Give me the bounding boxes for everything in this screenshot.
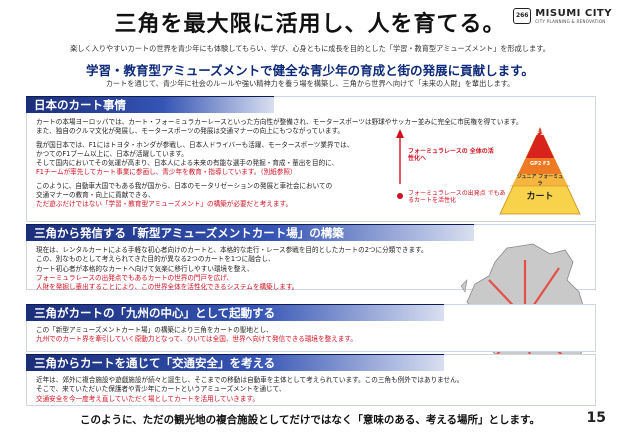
footer-statement: このように、ただの観光地の複合施設としてだけではなく「意味のある、考える場所」と… [79, 414, 540, 426]
pyramid-base-label: カート [526, 192, 554, 202]
intro-text: 楽しく入りやすいカートの世界を青少年にも体験してもらい、学び、心身ともに成長を目… [70, 44, 550, 53]
body-line: F1チームが率先してカート事業に参画し、青少年を教育・指導しています。（別紙参照… [36, 168, 297, 177]
pyramid-diagram [396, 127, 581, 215]
body-line: そして国内においてその気運が高まり、日本人による未来の有能な選手の発掘・育成・輩… [36, 159, 339, 168]
body-line: 人財を発掘し輩出することにより、この世界全体を活性化できるシステムを構築します。 [36, 283, 299, 292]
pyramid-mid2-label: ジュニア フォーミュラ [516, 174, 564, 187]
logo-name: MISUMI CITY [535, 7, 612, 19]
body-line: このように、自動車大国でもある我が国から、日本のモータリゼーションの発展と車社会… [36, 181, 333, 190]
body-line: かつてのF1ブーム以上に、日本が活躍しています。 [36, 149, 188, 158]
logo-mark-icon: 266 [513, 8, 532, 24]
section-1-body: カートの本場ヨーロッパでは、カート・フォーミュラカーレースといった方向性が整備さ… [36, 118, 596, 210]
body-line: 我が国日本では、F1にはトヨタ・ホンダが参戦し、日本人ドライバーも活躍、モーター… [36, 140, 354, 149]
body-line: この「新型アミューズメントカート場」の構築により三角をカートの聖地とし、 [36, 326, 273, 334]
page-number: 15 [586, 410, 606, 426]
body-line: また、独自のクルマ文化が発展し、モータースポーツの発展は交通マナーの向上にもつな… [36, 127, 344, 136]
body-line: フォーミュラレースの出発点でもあるカートの世界の門戸を広げ、 [36, 273, 234, 282]
section-1-panel [26, 96, 596, 222]
body-line: カート初心者が本格的なカートへ向けて気楽に移行しやすい環境を整え、 [36, 264, 254, 273]
body-line: 近年は、郊外に複合施設や遊戯施設が続々と誕生し、そこまでの移動は自動車を主体とし… [36, 376, 464, 384]
body-line: カートの本場ヨーロッパでは、カート・フォーミュラカーレースといった方向性が整備さ… [36, 118, 523, 126]
body-line: 現在は、レンタルカートによる手軽な初心者向けのカートと、本格的な走行・レース参戦… [36, 246, 428, 254]
body-line: そこで、来ていただいた保護者や青少年にカートというアミューズメントを通じて、 [36, 385, 286, 394]
section-2-heading: 三角から発信する「新型アミューズメントカート場」の構築 [26, 224, 474, 241]
body-line: ただ遊ぶだけではない「学習・教育型アミューズメント」の構築が必要だと考えます。 [36, 200, 293, 209]
misumi-city-logo: 266 MISUMI CITY CITY PLANNING & RENOVATI… [513, 8, 612, 24]
section-4-body: 近年は、郊外に複合施設や遊戯施設が続々と誕生し、そこまでの移動は自動車を主体とし… [36, 376, 596, 404]
body-line: 交通安全を今一度考え直していただく場としてカートを活用していきます。 [36, 394, 259, 403]
pyramid-arrow-label: フォーミュラレースの 全体の活性化へ [408, 148, 494, 162]
pyramid-dot-label: フォーミュラレースの出発点 でもあるカートを活性化 [408, 190, 506, 204]
section-1-heading: 日本のカート事情 [26, 96, 274, 113]
intro-text-2: カートを通じて、青少年に社会のルールや強い精神力を養う場を構築し、三角から世界へ… [105, 79, 515, 88]
pyramid-top-label: F1 [535, 130, 545, 137]
section-3-body: この「新型アミューズメントカート場」の構築により三角をカートの聖地とし、 九州で… [36, 326, 466, 345]
body-line: 交通マナーの教育・向上に貢献できる、 [36, 191, 155, 200]
section-3-heading: 三角がカートの「九州の中心」として起動する [26, 304, 444, 321]
headline: 学習・教育型アミューズメントで健全な青少年の育成と街の発展に貢献します。 [86, 63, 534, 78]
logo-subtitle: CITY PLANNING & RENOVATION [535, 18, 606, 24]
page-title: 三角を最大限に活用し、人を育てる。 [114, 11, 506, 37]
pyramid-mid1-label: GP2 F3 [530, 161, 550, 167]
section-2-body: 現在は、レンタルカートによる手軽な初心者向けのカートと、本格的な走行・レース参戦… [36, 246, 456, 292]
section-4-heading: 三角からカートを通じて「交通安全」を考える [26, 354, 444, 371]
body-line: この、別なものとして考えられてきた目的が異なる2つのカートを1つに融合し、 [36, 255, 275, 264]
body-line: 九州でのカート界を牽引していく原動力となって、ひいては全国、世界へ向けて発信でき… [36, 335, 357, 344]
